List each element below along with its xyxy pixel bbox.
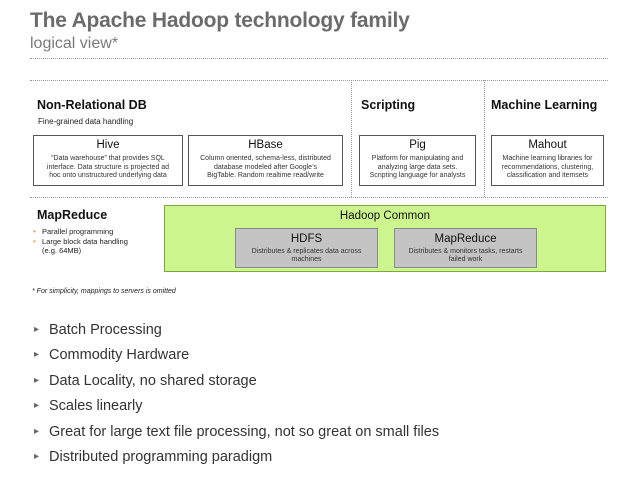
- hdfs-box: HDFS Distributes & replicates data acros…: [235, 228, 378, 268]
- slide-title: The Apache Hadoop technology family: [30, 9, 410, 32]
- list-item: ▸ Batch Processing: [34, 320, 439, 345]
- hive-title: Hive: [96, 139, 120, 151]
- divider-ml: [484, 80, 485, 197]
- slide-subtitle: logical view*: [30, 35, 119, 52]
- bullet-text: Data Locality, no shared storage: [49, 372, 257, 389]
- mahout-box: Mahout Machine learning libraries for re…: [491, 135, 604, 186]
- triangle-bullet-icon: ▸: [34, 400, 40, 412]
- section-subtitle-nonrelational: Fine-grained data handling: [38, 117, 134, 126]
- mapreduce-box: MapReduce Distributes & monitors tasks, …: [394, 228, 537, 268]
- hbase-title: HBase: [248, 139, 283, 151]
- list-item: ▸ Great for large text file processing, n…: [34, 422, 439, 447]
- pig-box: Pig Platform for manipulating and analyz…: [359, 135, 476, 186]
- mapreduce-component-title: MapReduce: [434, 233, 497, 245]
- hdfs-line-2: machines: [291, 256, 322, 264]
- section-title-machine-learning: Machine Learning: [491, 98, 598, 112]
- bullet-list: ▸ Batch Processing ▸ Commodity Hardware ▸ D…: [34, 320, 439, 472]
- hdfs-title: HDFS: [290, 233, 323, 245]
- top-separator: [30, 58, 608, 59]
- bullet-dot-icon: •: [33, 227, 36, 236]
- mahout-title: Mahout: [528, 139, 567, 151]
- list-item: • Large block data handling: [33, 237, 128, 247]
- divider-scripting: [351, 80, 352, 197]
- triangle-bullet-icon: ▸: [34, 425, 40, 437]
- bullet-text: Distributed programming paradigm: [49, 448, 273, 465]
- bullet-text: Scales linearly: [49, 398, 143, 415]
- hive-line-3: hoc onto unstructured underlying data: [49, 172, 167, 180]
- footnote: * For simplicity, mappings to servers is…: [32, 288, 176, 295]
- mapreduce-line-2: failed work: [448, 256, 483, 264]
- mapreduce-line-1: Distributes & monitors tasks, restarts: [408, 248, 523, 255]
- list-item: ▸ Data Locality, no shared storage: [34, 371, 439, 396]
- pig-description: Platform for manipulating and analyzing …: [360, 155, 475, 181]
- mapreduce-item-text: Large block data handling: [42, 236, 128, 246]
- section-title-mapreduce: MapReduce: [37, 208, 108, 222]
- bullet-text: Great for large text file processing, no…: [49, 423, 440, 440]
- hive-line-1: “Data warehouse” that provides SQL: [51, 155, 165, 162]
- hive-description: “Data warehouse” that provides SQL inter…: [34, 155, 182, 181]
- mapreduce-item-text: Parallel programming: [42, 227, 114, 236]
- list-item-continuation: (e.g. 64MB): [33, 246, 128, 256]
- hbase-line-2: database modeled after Google’s: [214, 163, 317, 171]
- hbase-description: Column oriented, schema-less, distribute…: [189, 155, 342, 181]
- mapreduce-feature-list: • Parallel programming • Large block data …: [33, 227, 128, 256]
- bullet-dot-icon: •: [33, 236, 36, 246]
- bullet-text: Batch Processing: [49, 322, 162, 338]
- hadoop-common-title: Hadoop Common: [339, 210, 431, 222]
- list-item: ▸ Scales linearly: [34, 396, 439, 421]
- pig-line-3: Scripting language for analysts: [369, 172, 466, 180]
- diagram-top-border: [30, 80, 608, 81]
- pig-line-1: Platform for manipulating and: [371, 155, 464, 162]
- pig-title: Pig: [409, 139, 426, 151]
- hdfs-line-1: Distributes & replicates data across: [251, 248, 362, 255]
- mapreduce-item-text: (e.g. 64MB): [42, 246, 82, 255]
- triangle-bullet-icon: ▸: [34, 374, 40, 386]
- hbase-box: HBase Column oriented, schema-less, dist…: [188, 135, 343, 186]
- triangle-bullet-icon: ▸: [34, 349, 40, 361]
- hbase-line-1: Column oriented, schema-less, distribute…: [200, 155, 331, 162]
- section-title-nonrelational: Non-Relational DB: [37, 98, 147, 112]
- mahout-line-1: Machine learning libraries for: [502, 155, 593, 162]
- list-item: ▸ Commodity Hardware: [34, 345, 439, 370]
- hbase-line-3: BigTable. Random realtime read/write: [207, 172, 324, 180]
- mapreduce-component-description: Distributes & monitors tasks, restarts f…: [395, 248, 536, 265]
- pig-line-2: analyzing large data sets.: [377, 163, 458, 171]
- list-item: • Parallel programming: [33, 227, 128, 237]
- middle-separator: [30, 197, 608, 198]
- hive-box: Hive “Data warehouse” that provides SQL …: [33, 135, 183, 186]
- triangle-bullet-icon: ▸: [34, 450, 40, 462]
- mahout-line-3: classification and itemsets: [506, 172, 589, 180]
- section-title-scripting: Scripting: [361, 98, 416, 112]
- mahout-line-2: recommendations, clustering,: [501, 163, 594, 171]
- hadoop-common-container: Hadoop Common HDFS Distributes & replica…: [164, 205, 606, 272]
- triangle-bullet-icon: ▸: [34, 324, 40, 335]
- bullet-text: Commodity Hardware: [49, 347, 190, 364]
- hdfs-description: Distributes & replicates data across mac…: [236, 248, 377, 265]
- mahout-description: Machine learning libraries for recommend…: [492, 155, 603, 181]
- hive-line-2: interface. Data structure is projected a…: [46, 163, 170, 171]
- list-item: ▸ Distributed programming paradigm: [34, 447, 439, 472]
